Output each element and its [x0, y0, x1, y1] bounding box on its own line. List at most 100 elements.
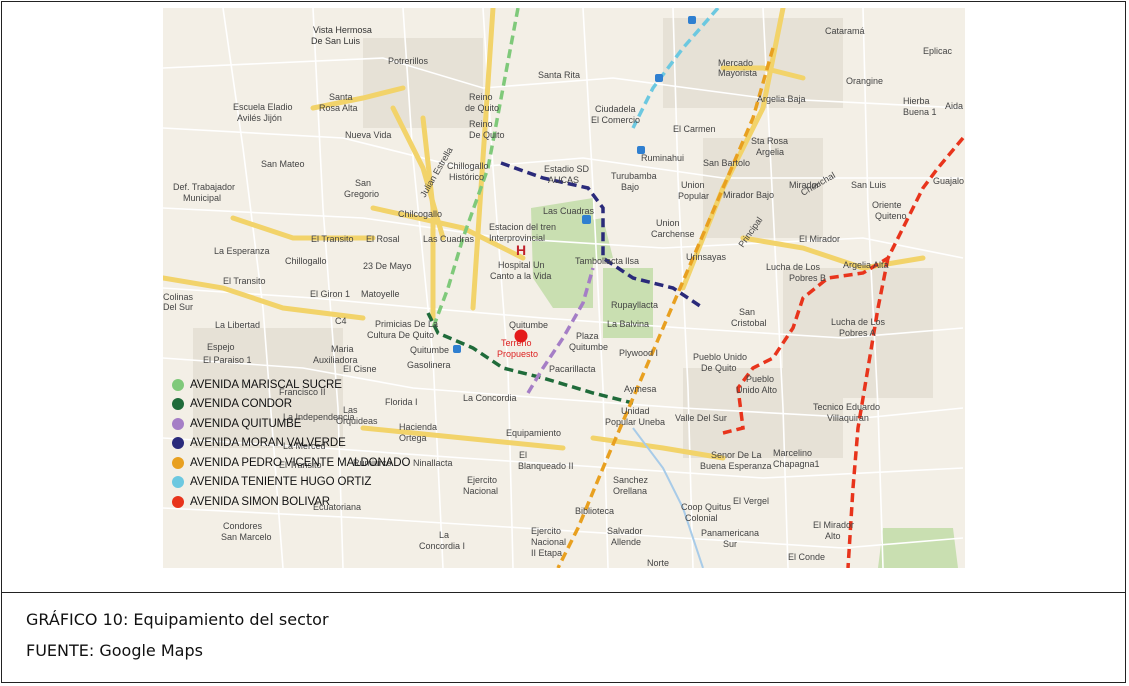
place-label: Plywood I: [619, 348, 658, 358]
place-label: Norte: [647, 558, 669, 568]
place-label: Las Cuadras: [423, 234, 475, 244]
place-label: El Transito: [311, 234, 354, 244]
place-label: Reino: [469, 119, 493, 129]
place-label: 23 De Mayo: [363, 261, 412, 271]
place-label: El Mirador: [813, 520, 854, 530]
place-label: Ecuatoriana: [313, 502, 361, 512]
place-label: San: [739, 307, 755, 317]
place-label: Mirador: [789, 180, 820, 190]
legend-swatch: [172, 417, 184, 430]
legend-label: AVENIDA CONDOR: [190, 398, 292, 411]
place-label: Municipal: [183, 193, 221, 203]
legend-swatch: [172, 378, 184, 391]
place-label: Pueblo Unido: [693, 352, 747, 362]
caption-divider: [1, 592, 1126, 593]
place-label: Auxiliadora: [313, 355, 358, 365]
figure-caption-source: FUENTE: Google Maps: [26, 641, 203, 660]
place-label: Gregorio: [344, 189, 379, 199]
place-label: Ninallacta: [413, 458, 453, 468]
place-label: Eplicac: [923, 46, 953, 56]
place-label: Oriente: [872, 200, 902, 210]
legend-label: AVENIDA PEDRO VICENTE MALDONADO: [190, 456, 411, 469]
place-label-terreno: Terreno: [501, 338, 532, 348]
place-label: Colinas: [163, 292, 194, 302]
place-label: Buena 1: [903, 107, 937, 117]
bus-station-icon-quitumbe: [453, 345, 461, 353]
place-label: Biblioteca: [575, 506, 614, 516]
legend-swatch: [172, 476, 184, 489]
place-label: La Merced: [283, 441, 326, 451]
place-label: La Esperanza: [214, 246, 270, 256]
route-avenida-simon-bolivar-south: [846, 257, 890, 568]
route-avenida-moran-valverde: [500, 161, 704, 310]
place-label: Ruminahui: [641, 153, 684, 163]
place-label: Ilsa: [625, 256, 639, 266]
legend-item-simon-bolivar: AVENIDA SIMON BOLIVAR: [172, 492, 410, 512]
place-label: La: [439, 530, 449, 540]
place-label: Avilés Jijón: [237, 113, 282, 123]
train-station-icon: [582, 215, 591, 224]
place-label: San Mateo: [261, 159, 305, 169]
place-label: Valle Del Sur: [675, 413, 727, 423]
place-label: Rosa Alta: [319, 103, 358, 113]
route-avenida-teniente-hugo-ortiz: [631, 8, 720, 129]
place-label: Las Cuadras: [543, 206, 595, 216]
legend-item-condor: AVENIDA CONDOR: [172, 395, 410, 415]
place-label: Cristobal: [731, 318, 767, 328]
place-label: El: [519, 450, 527, 460]
place-label: Primicias De La: [375, 319, 438, 329]
place-label: Maria: [331, 344, 354, 354]
place-label: Escuela Eladio: [233, 102, 293, 112]
place-label: Guajalo: [933, 176, 964, 186]
place-label: Canto a la Vida: [490, 271, 551, 281]
place-label: Orellana: [613, 486, 647, 496]
place-label: Quitumbe: [569, 342, 608, 352]
place-label: Tambollacta: [575, 256, 623, 266]
place-label: Ciudadela: [595, 104, 636, 114]
built-areas: [193, 18, 933, 458]
place-label: Argelia Baja: [757, 94, 806, 104]
place-label: Concordia I: [419, 541, 465, 551]
place-label: El Comercio: [591, 115, 640, 125]
place-label: El Transito: [279, 460, 322, 470]
place-label: Vista Hermosa: [313, 25, 372, 35]
legend-item-quitumbe: AVENIDA QUITUMBE: [172, 414, 410, 434]
place-label: Mercado: [718, 58, 753, 68]
bus-station-icon-ruminahui: [637, 146, 645, 154]
place-label: Del Sur: [163, 302, 193, 312]
place-label: Rupayllacta: [611, 300, 658, 310]
map-svg: H Vista Hermosa De San Luis Potrerillos …: [163, 8, 965, 568]
place-label: AUCAS: [548, 175, 579, 185]
place-label: San Luis: [851, 180, 887, 190]
place-label: Chilcogallo: [398, 209, 442, 219]
place-label: Orangine: [846, 76, 883, 86]
place-label: Carchense: [651, 229, 695, 239]
place-label: Plaza: [576, 331, 599, 341]
place-label: De Quito: [469, 130, 505, 140]
place-label: Histórico: [449, 172, 484, 182]
place-label: Santa: [329, 92, 353, 102]
figure-caption-title: GRÁFICO 10: Equipamiento del sector: [26, 610, 329, 629]
place-label: Buena Esperanza: [700, 461, 772, 471]
legend-label: AVENIDA MARISCAL SUCRE: [190, 378, 342, 391]
place-label: Coop Quitus: [681, 502, 732, 512]
place-label: Quitumbe: [410, 345, 449, 355]
bus-station-icon-comercio: [655, 74, 663, 82]
place-label: Blanqueado II: [518, 461, 574, 471]
place-label: Union: [656, 218, 680, 228]
place-label: Quitumbe: [509, 320, 548, 330]
place-label: Bajo: [621, 182, 639, 192]
terreno-propuesto-marker: [514, 329, 528, 343]
place-label: Sta Rosa: [751, 136, 788, 146]
route-avenida-mariscal-sucre: [431, 8, 520, 329]
place-label: Hierba: [903, 96, 930, 106]
place-label: El Giron 1: [310, 289, 350, 299]
place-label-terreno: Propuesto: [497, 349, 538, 359]
place-label: Ejercito: [467, 475, 497, 485]
place-label: Nacional: [531, 537, 566, 547]
place-label: Alto: [825, 531, 841, 541]
place-label: Turubamba: [611, 171, 657, 181]
place-label: Quiteno: [875, 211, 907, 221]
place-label: Senor De La: [711, 450, 762, 460]
